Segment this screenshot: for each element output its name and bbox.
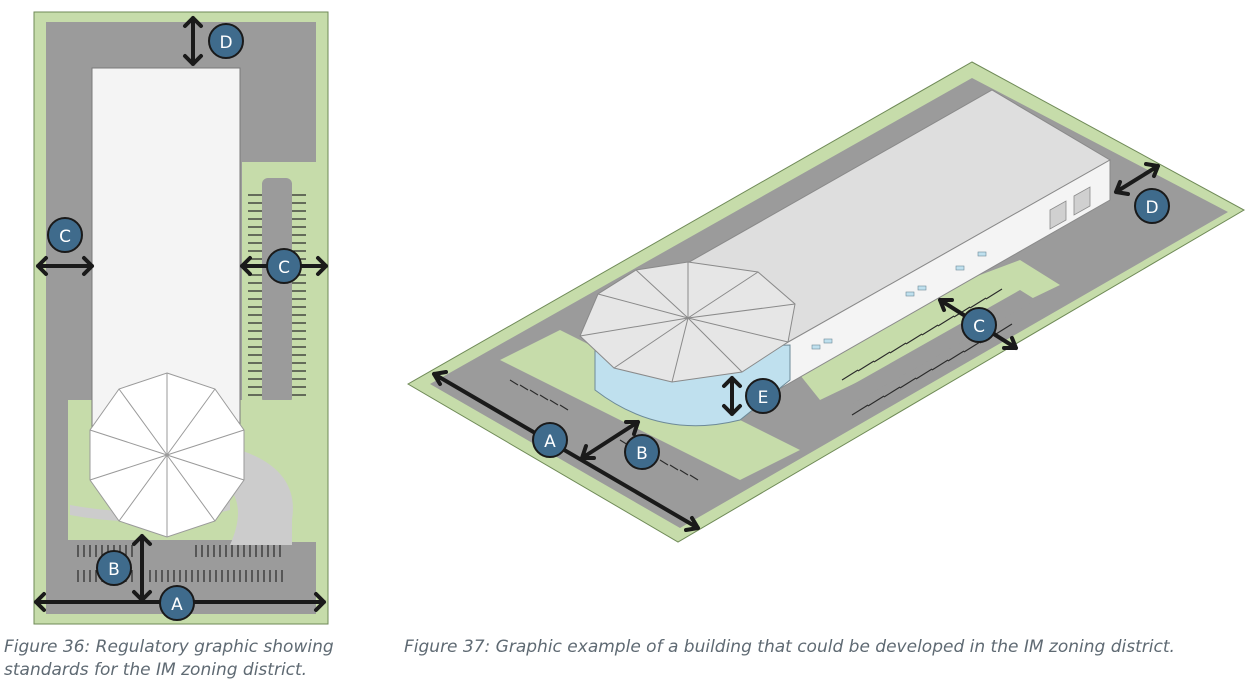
label-a-iso: A (532, 422, 568, 458)
loading-doors (1049, 186, 1091, 230)
svg-text:D: D (1145, 198, 1158, 218)
wall-windows (811, 251, 987, 350)
rotunda-roof (89, 372, 245, 538)
label-e-iso: E (745, 378, 781, 414)
parking-stalls-east (248, 194, 306, 396)
svg-text:B: B (108, 560, 120, 580)
label-b: B (96, 550, 132, 586)
label-d: D (208, 23, 244, 59)
svg-text:A: A (544, 432, 556, 452)
rotunda-roof-iso (579, 261, 796, 383)
label-d-iso: D (1134, 188, 1170, 224)
svg-text:C: C (59, 227, 71, 247)
label-c-iso: C (961, 307, 997, 343)
dimension-arrows (34, 16, 328, 612)
svg-text:E: E (758, 388, 769, 408)
svg-text:D: D (219, 33, 232, 53)
svg-text:A: A (171, 595, 183, 615)
dimension-arrows-iso (432, 162, 1160, 532)
label-a: A (159, 585, 195, 621)
lawn-east-iso (780, 260, 1060, 400)
svg-text:C: C (973, 317, 985, 337)
figure-37-caption: Figure 37: Graphic example of a building… (404, 637, 1175, 657)
figure-36-caption: Figure 36: Regulatory graphic showing st… (4, 637, 334, 680)
label-c-right: C (266, 248, 302, 284)
label-c-left: C (47, 217, 83, 253)
parking-island (262, 178, 292, 404)
svg-text:B: B (636, 444, 648, 464)
figure-36-site-plan: D C C B A (33, 11, 329, 625)
figure-37-isometric: A B C D E (407, 61, 1246, 543)
svg-text:C: C (278, 258, 290, 278)
label-b-iso: B (624, 434, 660, 470)
